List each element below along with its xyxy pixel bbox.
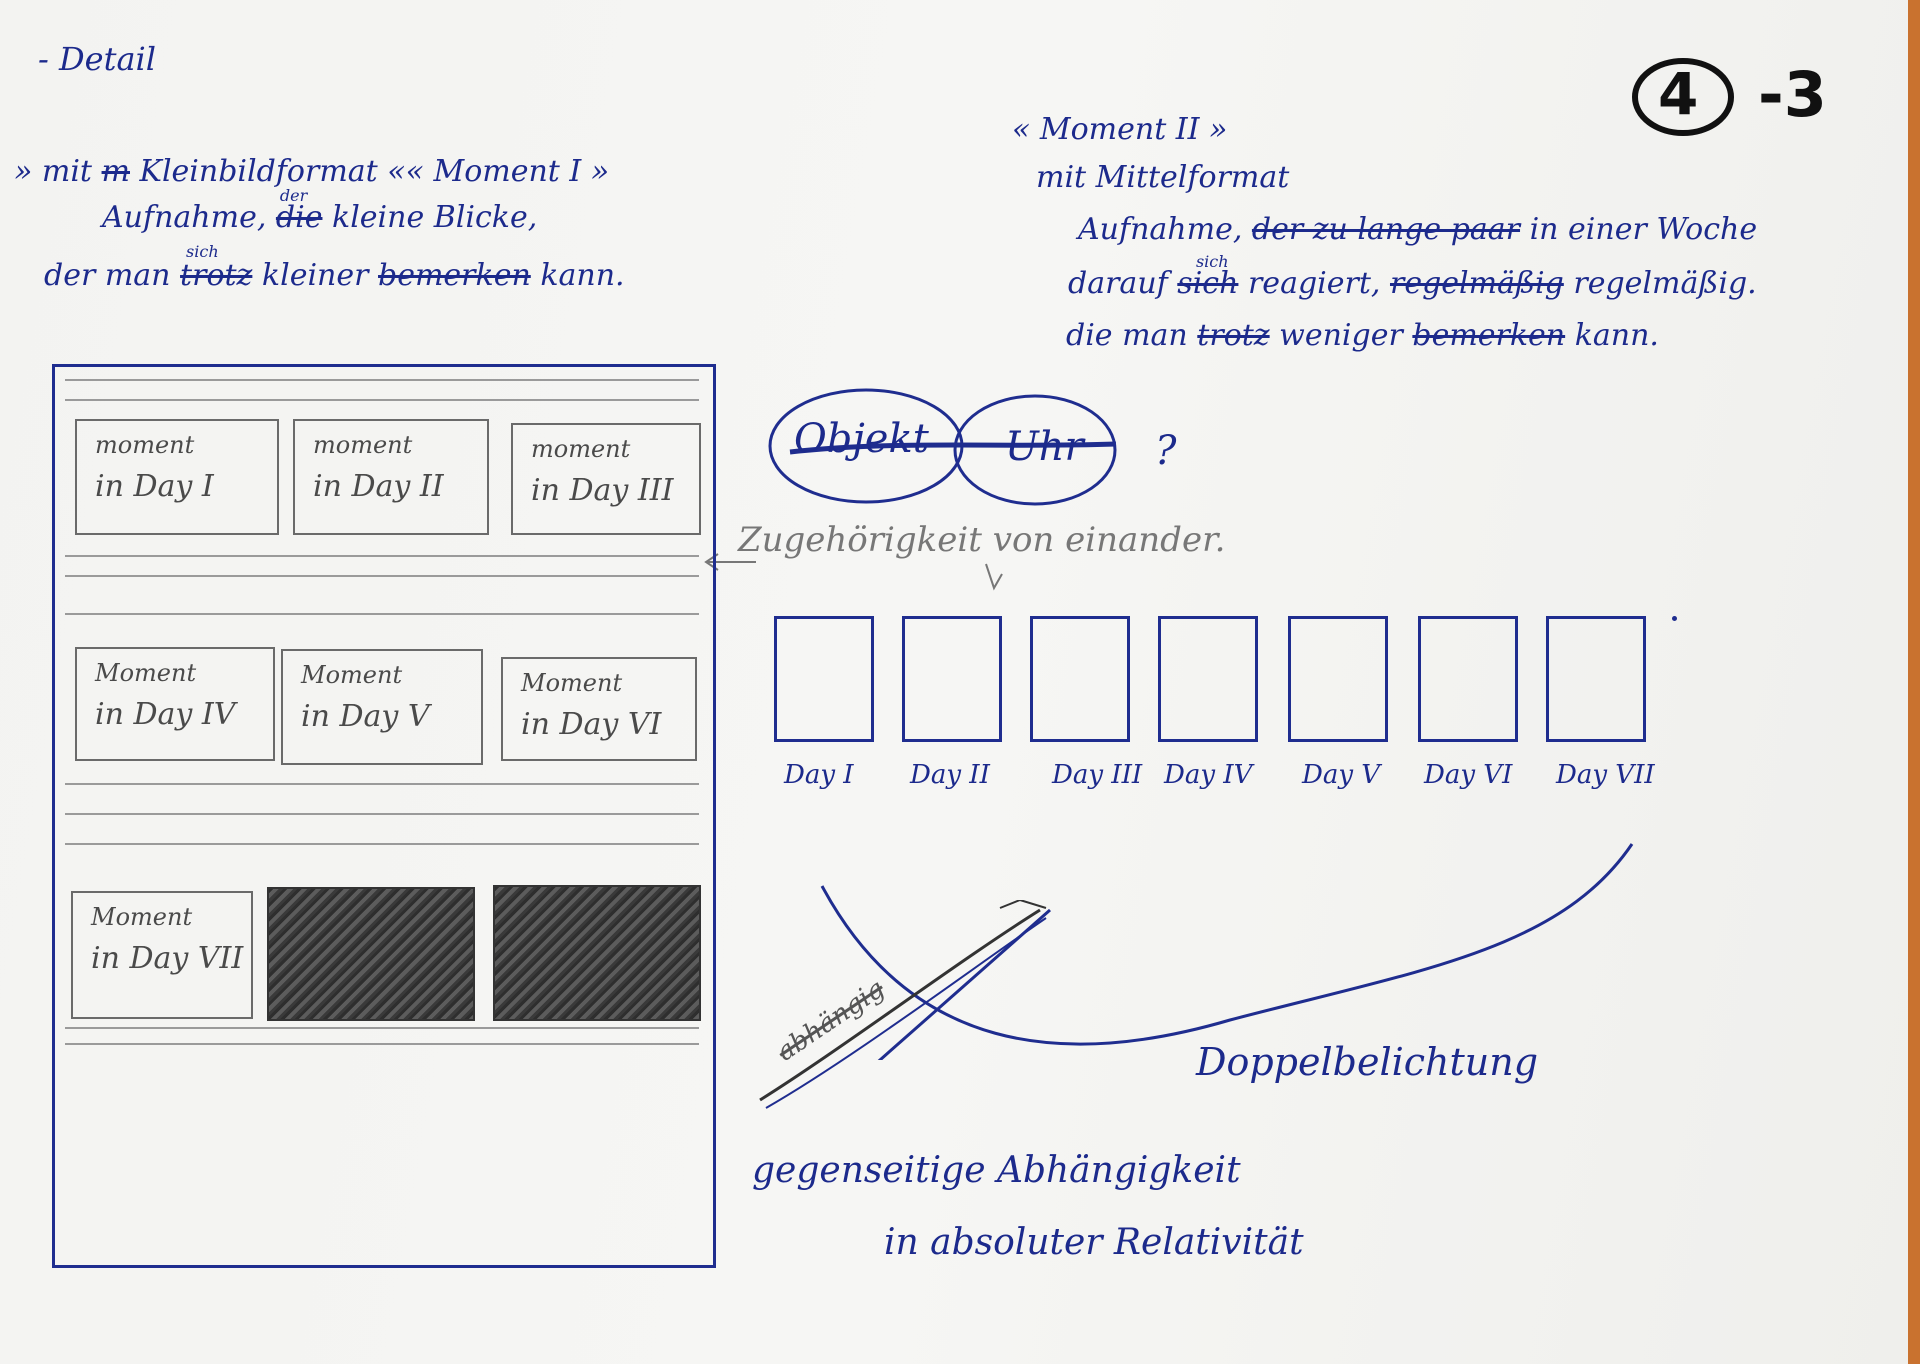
left-note-line-1: » mit m Kleinbildformat «« Moment I » — [14, 154, 610, 189]
doppelbelichtung-curve — [820, 843, 1634, 1060]
day-box-5 — [1288, 616, 1388, 742]
day-box-2 — [902, 616, 1002, 742]
objekt-word: Objekt — [794, 416, 929, 462]
right-note-line-2: Aufnahme, der zu lange paar in einer Woc… — [1078, 212, 1758, 247]
shaded-empty-tile — [267, 887, 475, 1021]
day-label-3: Day III — [1052, 760, 1143, 790]
rule — [65, 575, 699, 577]
zugehoerigkeit-note: Zugehörigkeit von einander. — [738, 520, 1226, 560]
day-label-6: Day VI — [1424, 760, 1513, 790]
day-box-4 — [1158, 616, 1258, 742]
rule — [65, 379, 699, 381]
page-number-circle — [1632, 58, 1734, 136]
rule — [65, 1027, 699, 1029]
rule — [65, 399, 699, 401]
day-label-1: Day I — [784, 760, 854, 790]
doppelbelichtung-label: Doppelbelichtung — [1196, 1040, 1539, 1084]
day-box-3 — [1030, 616, 1130, 742]
day-label-4: Day IV — [1164, 760, 1253, 790]
pencil-arrow-down — [985, 563, 1003, 591]
left-note-line-3: der man sich trotz kleiner bemerken kann… — [44, 242, 625, 293]
day-label-7: Day VII — [1556, 760, 1655, 790]
day-label-5: Day V — [1302, 760, 1381, 790]
rule — [65, 555, 699, 557]
rule — [65, 1043, 699, 1045]
rule — [65, 783, 699, 785]
shaded-empty-tile — [493, 885, 701, 1021]
rule — [65, 613, 699, 615]
day-box-1 — [774, 616, 874, 742]
right-note-title: « Moment II » — [1012, 112, 1228, 147]
right-note-line-1: mit Mittelformat — [1036, 160, 1290, 195]
struck-diagonal-scribble — [759, 900, 1047, 1109]
day-label-2: Day II — [910, 760, 990, 790]
question-mark: ? — [1155, 428, 1177, 474]
right-note-line-4: die man trotz weniger bemerken kann. — [1066, 318, 1659, 353]
left-note-line-2: Aufnahme, der die kleine Blicke, — [102, 186, 538, 235]
page-number: 4 — [1658, 60, 1699, 128]
right-note-line-3: darauf sich sich reagiert, regelmäßig re… — [1068, 252, 1757, 301]
detail-heading: - Detail — [38, 40, 156, 78]
ink-dot — [1672, 616, 1677, 621]
gegenseitige-abhaengigkeit: gegenseitige Abhängigkeit — [752, 1150, 1241, 1191]
rule — [65, 843, 699, 845]
absolute-relativitaet: in absoluter Relativität — [884, 1222, 1304, 1263]
rule — [65, 813, 699, 815]
day-box-7 — [1546, 616, 1646, 742]
objekt-uhr-ellipses — [768, 388, 1117, 506]
page-number-suffix: -3 — [1758, 58, 1827, 131]
day-box-6 — [1418, 616, 1518, 742]
uhr-word: Uhr — [1005, 424, 1084, 470]
